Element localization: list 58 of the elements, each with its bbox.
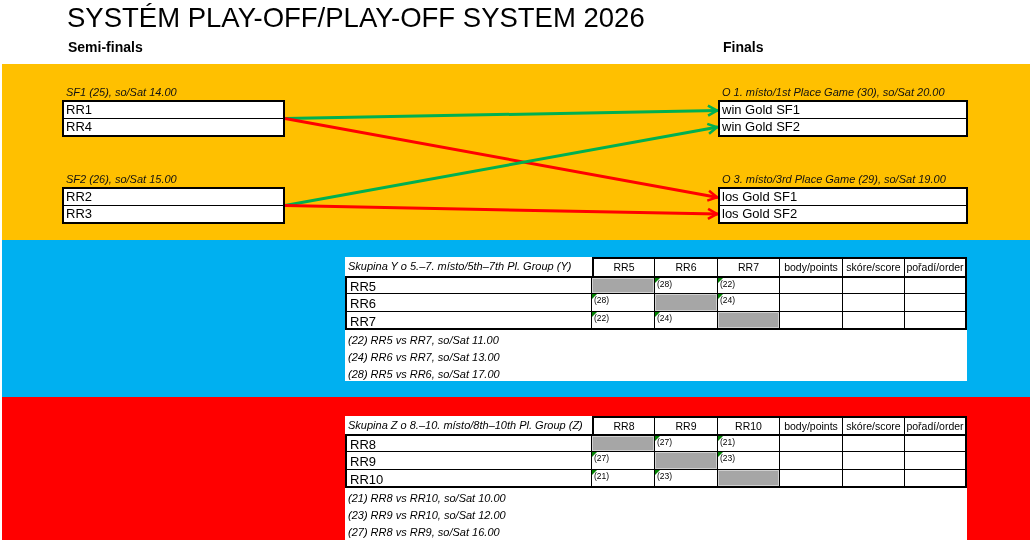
match-number: (24)	[720, 295, 736, 305]
team-slot: RR4	[64, 119, 283, 135]
team-slot: los Gold SF2	[720, 206, 966, 222]
team-slot: los Gold SF1	[720, 189, 966, 206]
column-header: body/points	[780, 257, 843, 276]
match-number: (23)	[657, 471, 673, 481]
column-header: pořadí/order	[905, 257, 967, 276]
schedule-note: (23) RR9 vs RR10, so/Sat 12.00	[348, 508, 506, 523]
schedule-note: (27) RR8 vs RR9, so/Sat 16.00	[348, 525, 500, 540]
match-number: (28)	[657, 279, 673, 289]
match-number: (23)	[720, 453, 736, 463]
team-slot: win Gold SF1	[720, 102, 966, 119]
match-heading: SF2 (26), so/Sat 15.00	[66, 172, 177, 186]
group-title: Skupina Y o 5.–7. místo/5th–7th Pl. Group (Y)	[348, 259, 572, 274]
schedule-note: (28) RR5 vs RR6, so/Sat 17.00	[348, 367, 500, 382]
match-number: (22)	[720, 279, 736, 289]
match-box	[62, 172, 285, 224]
team-name: RR6	[345, 294, 592, 312]
match-number: (21)	[594, 471, 610, 481]
match-box	[718, 85, 968, 137]
match-number: (22)	[594, 313, 610, 323]
team-slot: win Gold SF2	[720, 119, 966, 135]
title: SYSTÉM PLAY-OFF/PLAY-OFF SYSTEM 2026	[67, 1, 645, 35]
team-slot: RR2	[64, 189, 283, 206]
match-heading: O 3. místo/3rd Place Game (29), so/Sat 19.00	[722, 172, 946, 186]
section-heading: Semi-finals	[68, 38, 143, 56]
match-number: (27)	[594, 453, 610, 463]
match-number: (28)	[594, 295, 610, 305]
column-header: RR6	[655, 257, 718, 276]
column-header: RR10	[718, 416, 780, 434]
match-box	[718, 172, 968, 224]
column-header: RR7	[718, 257, 780, 276]
match-heading: O 1. místo/1st Place Game (30), so/Sat 20.00	[722, 85, 945, 99]
schedule-note: (21) RR8 vs RR10, so/Sat 10.00	[348, 491, 506, 506]
team-name: RR10	[345, 470, 592, 488]
team-slot: RR1	[64, 102, 283, 119]
column-header: RR8	[592, 416, 655, 434]
match-number: (27)	[657, 437, 673, 447]
column-header: pořadí/order	[905, 416, 967, 434]
match-box	[62, 85, 285, 137]
column-header: body/points	[780, 416, 843, 434]
match-heading: SF1 (25), so/Sat 14.00	[66, 85, 177, 99]
match-number: (21)	[720, 437, 736, 447]
section-heading: Finals	[723, 38, 764, 56]
team-name: RR8	[345, 434, 592, 452]
column-header: skóre/score	[843, 416, 905, 434]
team-name: RR5	[345, 276, 592, 294]
schedule-note: (24) RR6 vs RR7, so/Sat 13.00	[348, 350, 500, 365]
column-header: skóre/score	[843, 257, 905, 276]
arrow	[284, 204, 719, 221]
column-header: RR9	[655, 416, 718, 434]
team-name: RR7	[345, 312, 592, 330]
group-title: Skupina Z o 8.–10. místo/8th–10th Pl. Group (Z)	[348, 418, 583, 433]
team-name: RR9	[345, 452, 592, 470]
schedule-note: (22) RR5 vs RR7, so/Sat 11.00	[348, 333, 499, 348]
team-slot: RR3	[64, 206, 283, 222]
column-header: RR5	[592, 257, 655, 276]
match-number: (24)	[657, 313, 673, 323]
